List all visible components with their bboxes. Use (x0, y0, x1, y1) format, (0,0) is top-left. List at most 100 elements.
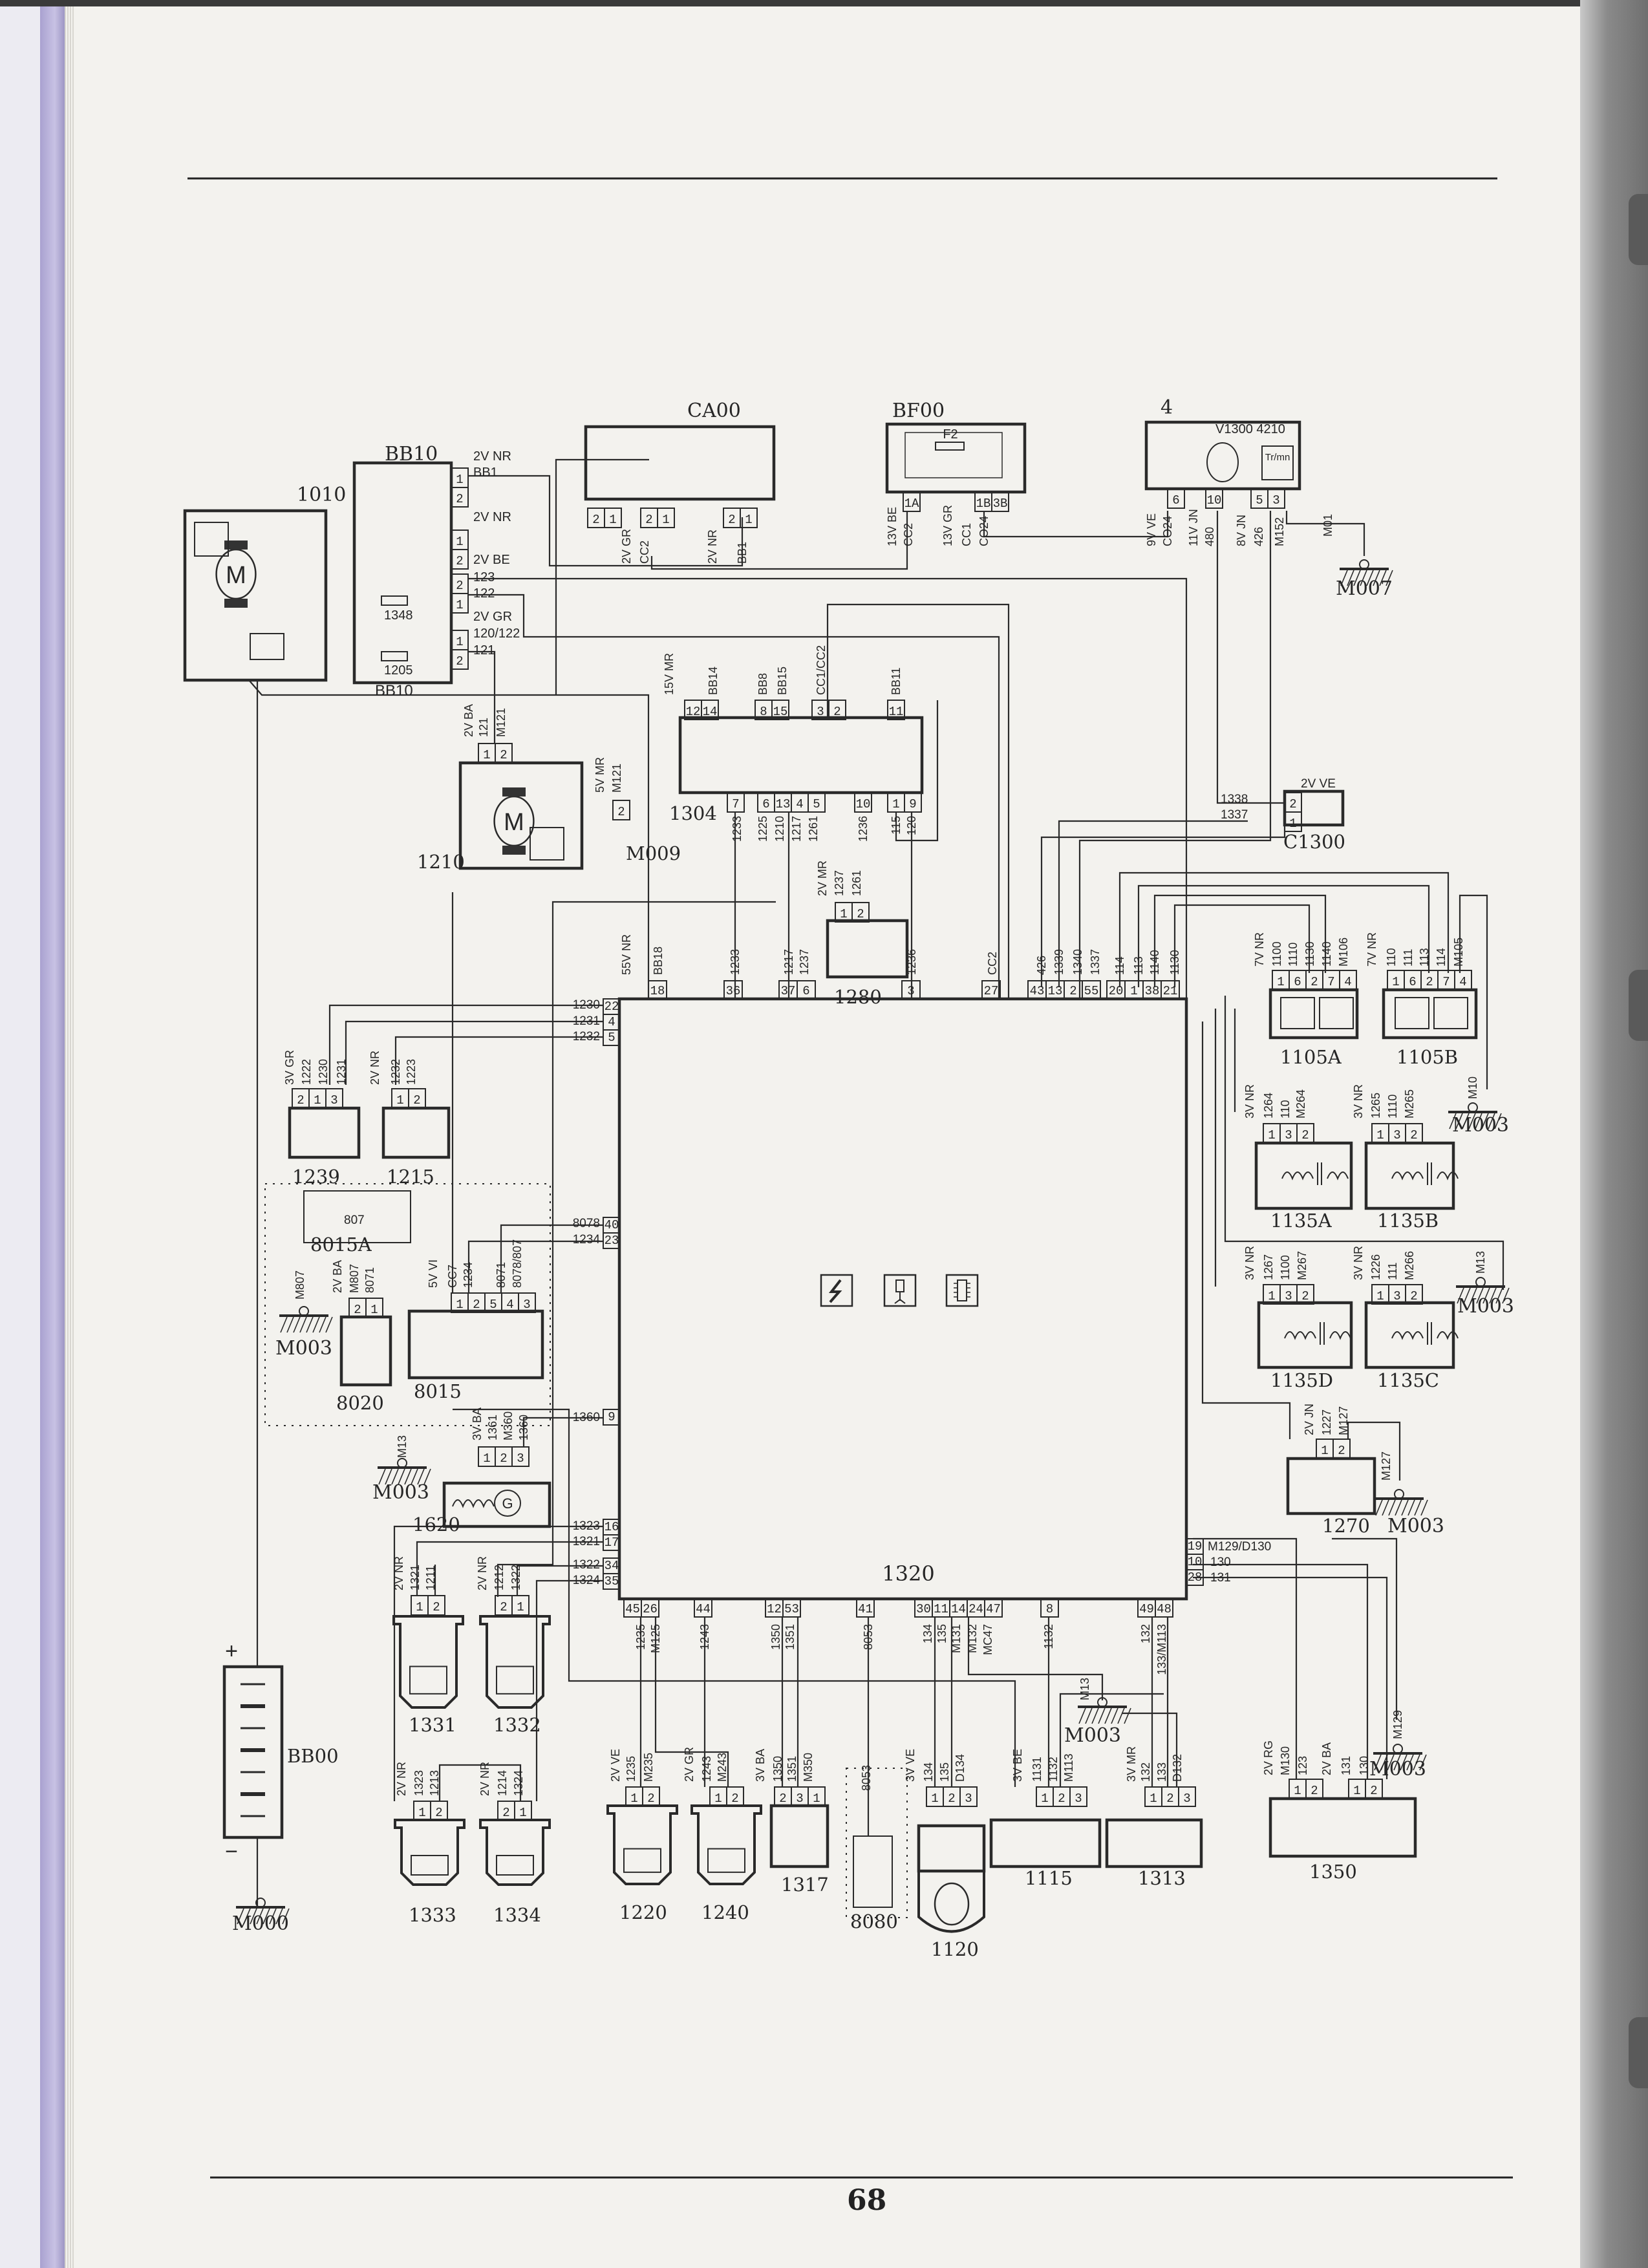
bb10-label: 2V GR (473, 610, 512, 624)
component-label: 1317 (781, 1874, 829, 1896)
fuse-label: F2 (943, 427, 958, 442)
binding-strip (40, 0, 65, 2268)
pin-number: 4 (506, 1298, 513, 1312)
wire-label: 120 (905, 816, 918, 835)
bb10-label: 2V BE (473, 553, 510, 567)
power-icon (1319, 997, 1354, 1029)
pin-number: 2 (1311, 1784, 1318, 1798)
wire (1153, 894, 1327, 987)
pin-number: 8 (1046, 1602, 1053, 1616)
ground-hatch (1494, 1113, 1502, 1129)
pin-number: 34 (605, 1559, 619, 1573)
ground-hatch (1380, 1754, 1388, 1771)
wire-label: BB1 (736, 542, 749, 564)
pin-number: 2 (1289, 797, 1296, 811)
connector-pin (1339, 970, 1357, 990)
pin-number: 13 (776, 797, 791, 811)
wire-label: 7V NR (1365, 932, 1378, 967)
c1120-box (917, 1824, 986, 1873)
component-label: 1332 (493, 1714, 541, 1736)
fuse-1348-icon (381, 595, 408, 606)
ground-hatch (1382, 1499, 1389, 1516)
connector-pin (797, 980, 816, 1000)
connector-pin (641, 1598, 659, 1618)
c1210-box (458, 761, 584, 870)
component-label: BF00 (892, 400, 945, 422)
connector-pin (727, 792, 745, 813)
component-label: 1210 (417, 851, 465, 873)
pin-number: 3 (1393, 1128, 1400, 1142)
ground-hatch (243, 1908, 251, 1925)
wire (555, 458, 649, 695)
wire-label: 1337 (1089, 949, 1102, 975)
pin-number: 2 (617, 805, 625, 819)
connector-pin (603, 1232, 621, 1249)
motor-brush (224, 599, 248, 608)
injector-head (895, 1279, 904, 1292)
wire-label: 1237 (798, 949, 811, 975)
ecu-1320-box (617, 997, 1188, 1601)
wire-label: 1350 (771, 1756, 784, 1782)
wire-label: M113 (1062, 1753, 1075, 1782)
pin-number: 1 (1392, 975, 1399, 989)
pin-number: 3 (965, 1792, 972, 1806)
c1350-box (1268, 1797, 1417, 1858)
sensor-symbol-icon (496, 1665, 534, 1695)
ground-hatch (299, 1316, 307, 1333)
wire-label: 480 (1203, 527, 1216, 546)
pin-number: 3 (796, 1792, 803, 1806)
wire-label: 2V JN (1303, 1404, 1316, 1435)
pin-number: 18 (650, 984, 665, 998)
wire-label: 3V NR (1243, 1084, 1256, 1118)
wire-label: 134 (922, 1762, 935, 1782)
connector-pin (518, 1292, 536, 1313)
wire-label: 2V VE (1301, 777, 1336, 791)
component-label: 1350 (1309, 1861, 1357, 1883)
pin-number: 43 (1030, 984, 1045, 998)
ground-hatch (1482, 1287, 1490, 1304)
pin-number: 1 (396, 1093, 403, 1107)
wire-label: 1234 (462, 1262, 475, 1288)
wire-label: 5V VI (427, 1259, 440, 1288)
component-label: 1105B (1397, 1046, 1458, 1068)
pin-number: 2 (354, 1303, 361, 1317)
pin-number: 1 (517, 1600, 524, 1614)
pin-number: 4 (1459, 975, 1466, 989)
wire-label: BB18 (652, 947, 665, 975)
motor-brush (224, 540, 248, 550)
wire-label: 131 (1210, 1571, 1231, 1585)
wire-label: CC7 (446, 1265, 459, 1288)
c8015-box (407, 1309, 544, 1380)
wire-label: 426 (1252, 527, 1265, 546)
wire (1122, 1712, 1178, 1787)
wire-label: 2V GR (620, 529, 633, 564)
wire-label: 1210 (773, 816, 786, 842)
c1304-box (678, 716, 924, 795)
ground-hatch (1085, 1707, 1093, 1724)
wire (650, 511, 908, 570)
connector-pin (427, 1595, 445, 1616)
wire (468, 594, 1000, 999)
pin-number: 3 (1183, 1792, 1190, 1806)
wire-label: 1225 (756, 816, 769, 842)
ground-terminal (1468, 1102, 1478, 1113)
connector-pin (1155, 1598, 1173, 1618)
wire-label: 1222 (300, 1059, 313, 1085)
ground-hatch (306, 1316, 314, 1333)
wire (983, 511, 1169, 538)
pin-number: 1 (662, 513, 669, 527)
wire-label: 114 (1113, 956, 1126, 975)
pin-number: 1 (1353, 1784, 1360, 1798)
ground-symbol-icon (378, 1458, 431, 1485)
pin-number: 4 (1344, 975, 1351, 989)
pin-number: 2 (500, 1600, 507, 1614)
wire-label: 133 (1155, 1762, 1168, 1782)
component-label: 8015 (414, 1380, 462, 1402)
bb10-box (352, 461, 453, 685)
pin-number: 2 (645, 513, 652, 527)
pin-number: 1 (456, 635, 463, 649)
pin-number: 40 (605, 1218, 619, 1232)
component-label: 1135B (1377, 1210, 1439, 1232)
ground-terminal (1475, 1277, 1486, 1287)
wire (826, 603, 1010, 999)
